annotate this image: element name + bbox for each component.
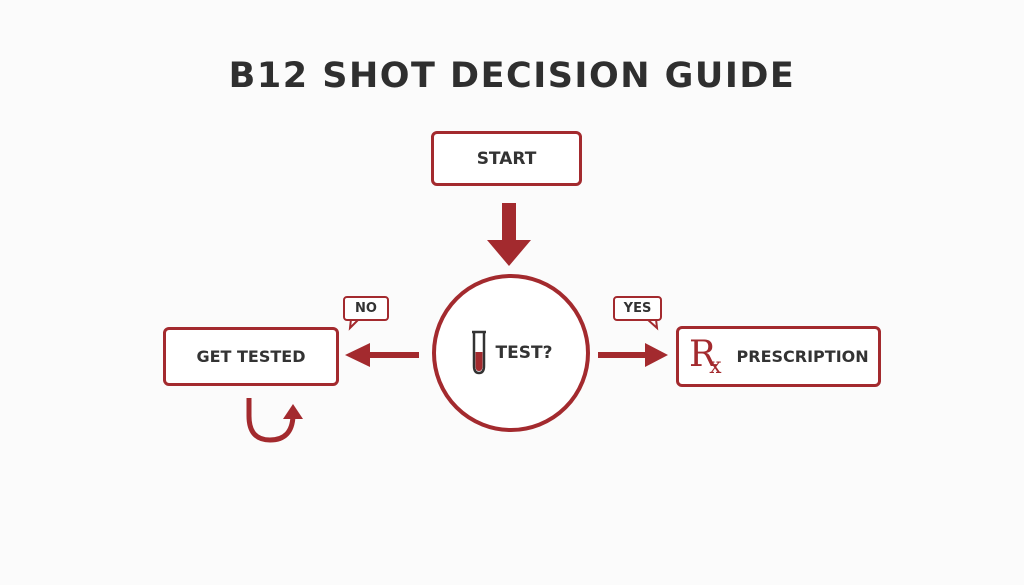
yes-edge-label: YES <box>613 296 662 321</box>
yes-label-text: YES <box>623 301 652 316</box>
left-arrow-icon <box>345 343 419 367</box>
get-tested-label: GET TESTED <box>196 347 306 366</box>
rx-icon: Rx <box>689 333 722 379</box>
start-node: START <box>431 131 582 186</box>
get-tested-node: GET TESTED <box>163 327 339 386</box>
prescription-node: Rx PRESCRIPTION <box>676 326 881 387</box>
loop-back-arrow-icon <box>246 398 303 443</box>
decision-label: TEST? <box>495 343 553 363</box>
decision-node: TEST? <box>432 274 590 432</box>
prescription-label: PRESCRIPTION <box>736 347 869 366</box>
page-title: B12 SHOT DECISION GUIDE <box>228 56 796 96</box>
test-tube-icon <box>471 330 486 375</box>
no-edge-label: NO <box>343 296 389 321</box>
start-label: START <box>476 148 537 169</box>
down-arrow-icon <box>487 203 531 266</box>
right-arrow-icon <box>598 343 668 367</box>
no-label-text: NO <box>355 301 377 316</box>
